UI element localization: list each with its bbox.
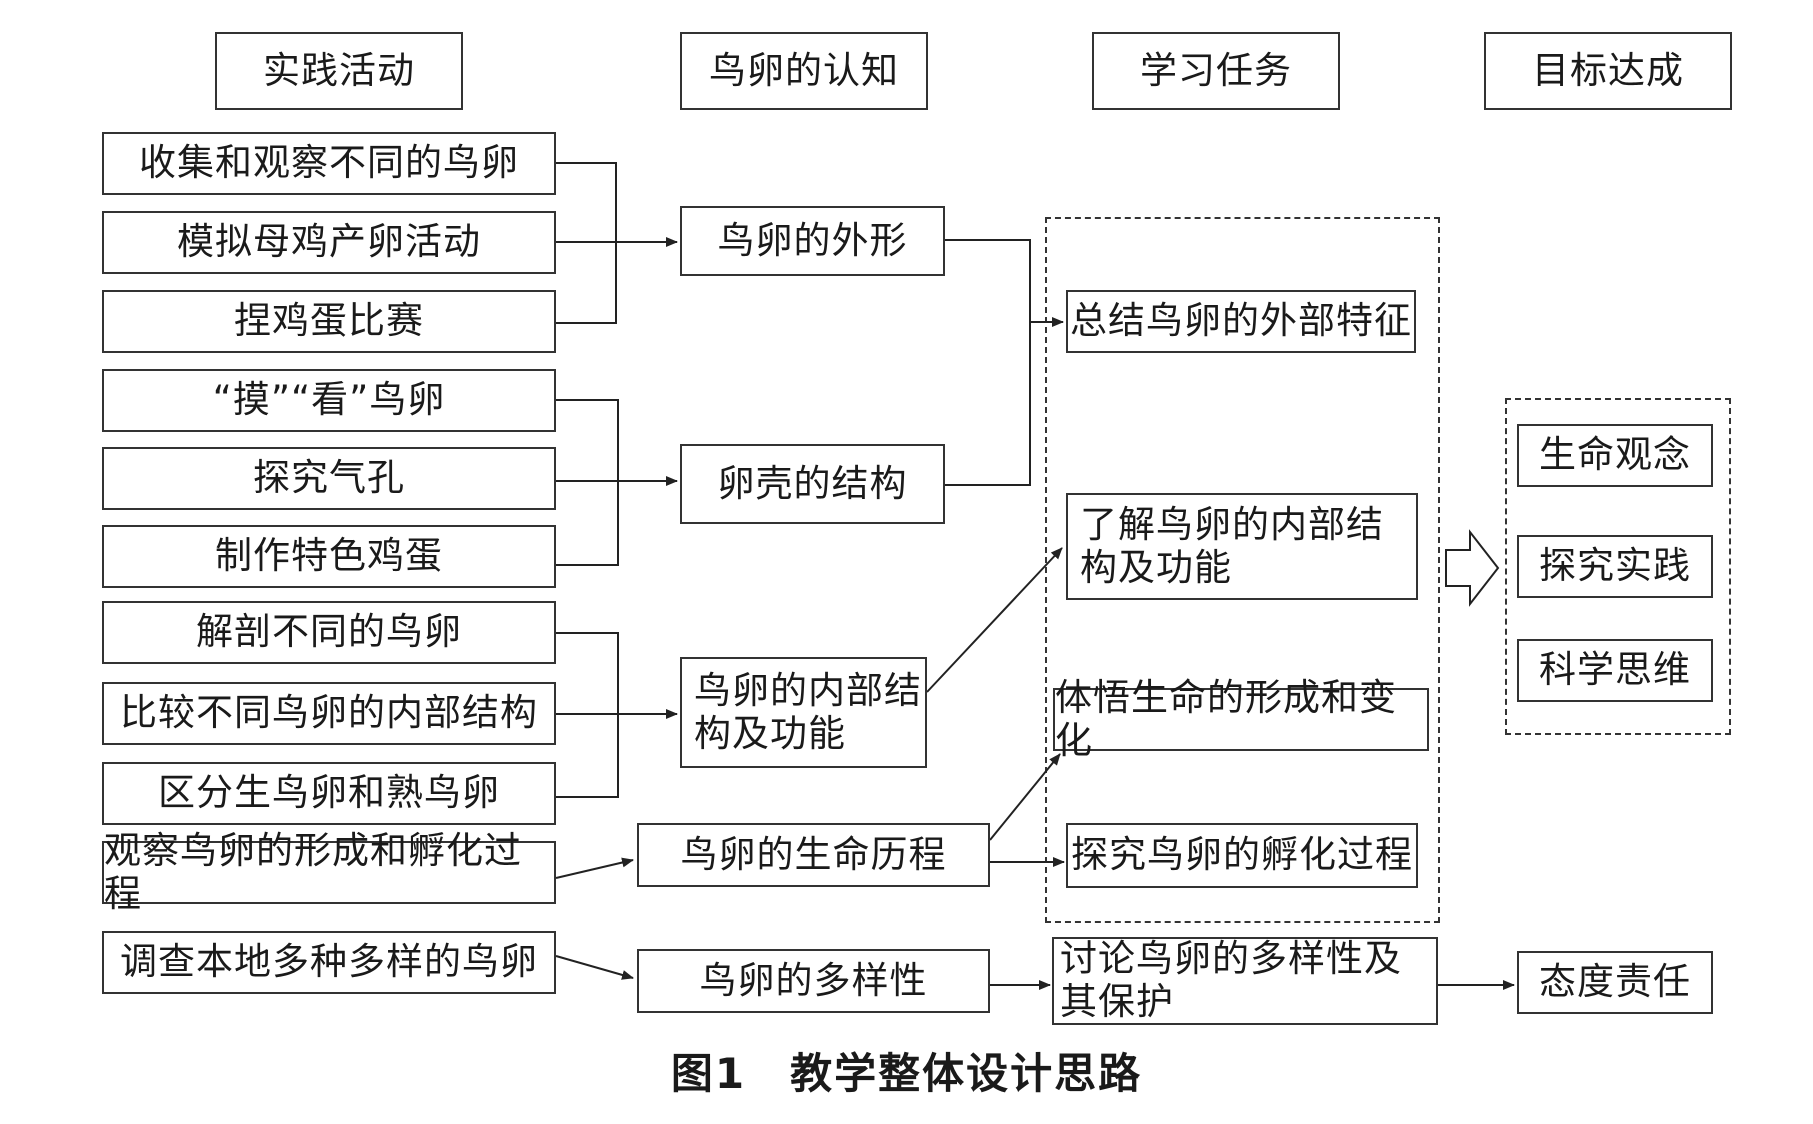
header-cognition: 鸟卵的认知 bbox=[680, 32, 928, 110]
goal-box: 态度责任 bbox=[1517, 951, 1713, 1014]
arrow-to-life bbox=[555, 857, 634, 879]
activity-box: 解剖不同的鸟卵 bbox=[102, 601, 556, 664]
activity-box: “摸”“看”鸟卵 bbox=[102, 369, 556, 432]
arrow-to-internal-structure bbox=[926, 547, 1063, 693]
hollow-arrow-icon bbox=[1445, 529, 1500, 607]
goal-box: 科学思维 bbox=[1517, 639, 1713, 702]
activity-box: 调查本地多种多样的鸟卵 bbox=[102, 931, 556, 994]
activity-box: 收集和观察不同的鸟卵 bbox=[102, 132, 556, 195]
activity-box: 比较不同鸟卵的内部结构 bbox=[102, 682, 556, 745]
cognition-box: 鸟卵的外形 bbox=[680, 206, 945, 276]
task-box: 讨论鸟卵的多样性及其保护 bbox=[1052, 937, 1438, 1025]
bracket-shape-shell bbox=[945, 239, 1031, 486]
activity-box: 制作特色鸡蛋 bbox=[102, 525, 556, 588]
cognition-box: 鸟卵的生命历程 bbox=[637, 823, 990, 887]
figure-number: 图1 bbox=[670, 1049, 747, 1098]
goals-group bbox=[1505, 398, 1731, 735]
figure-caption: 图1 教学整体设计思路 bbox=[0, 1040, 1813, 1101]
activity-box: 探究气孔 bbox=[102, 447, 556, 510]
goal-box: 生命观念 bbox=[1517, 424, 1713, 487]
arrow-to-life-formation bbox=[989, 753, 1061, 841]
header-goals: 目标达成 bbox=[1484, 32, 1732, 110]
task-box: 体悟生命的形成和变化 bbox=[1053, 676, 1429, 761]
cognition-box: 鸟卵的内部结构及功能 bbox=[680, 657, 927, 768]
task-box: 了解鸟卵的内部结构及功能 bbox=[1066, 493, 1418, 600]
activity-box: 模拟母鸡产卵活动 bbox=[102, 211, 556, 274]
header-tasks: 学习任务 bbox=[1092, 32, 1340, 110]
cognition-box: 鸟卵的多样性 bbox=[637, 949, 990, 1013]
bracket-group-2 bbox=[556, 399, 619, 566]
task-box: 探究鸟卵的孵化过程 bbox=[1066, 823, 1418, 888]
arrow-to-diversity bbox=[555, 955, 634, 980]
header-practice: 实践活动 bbox=[215, 32, 463, 110]
tasks-group bbox=[1045, 217, 1440, 923]
figure-title: 教学整体设计思路 bbox=[790, 1049, 1143, 1098]
cognition-box: 卵壳的结构 bbox=[680, 444, 945, 524]
activity-box: 观察鸟卵的形成和孵化过程 bbox=[102, 829, 556, 914]
goal-box: 探究实践 bbox=[1517, 535, 1713, 598]
activity-box: 区分生鸟卵和熟鸟卵 bbox=[102, 762, 556, 825]
activity-box: 捏鸡蛋比赛 bbox=[102, 290, 556, 353]
task-box: 总结鸟卵的外部特征 bbox=[1066, 290, 1416, 353]
